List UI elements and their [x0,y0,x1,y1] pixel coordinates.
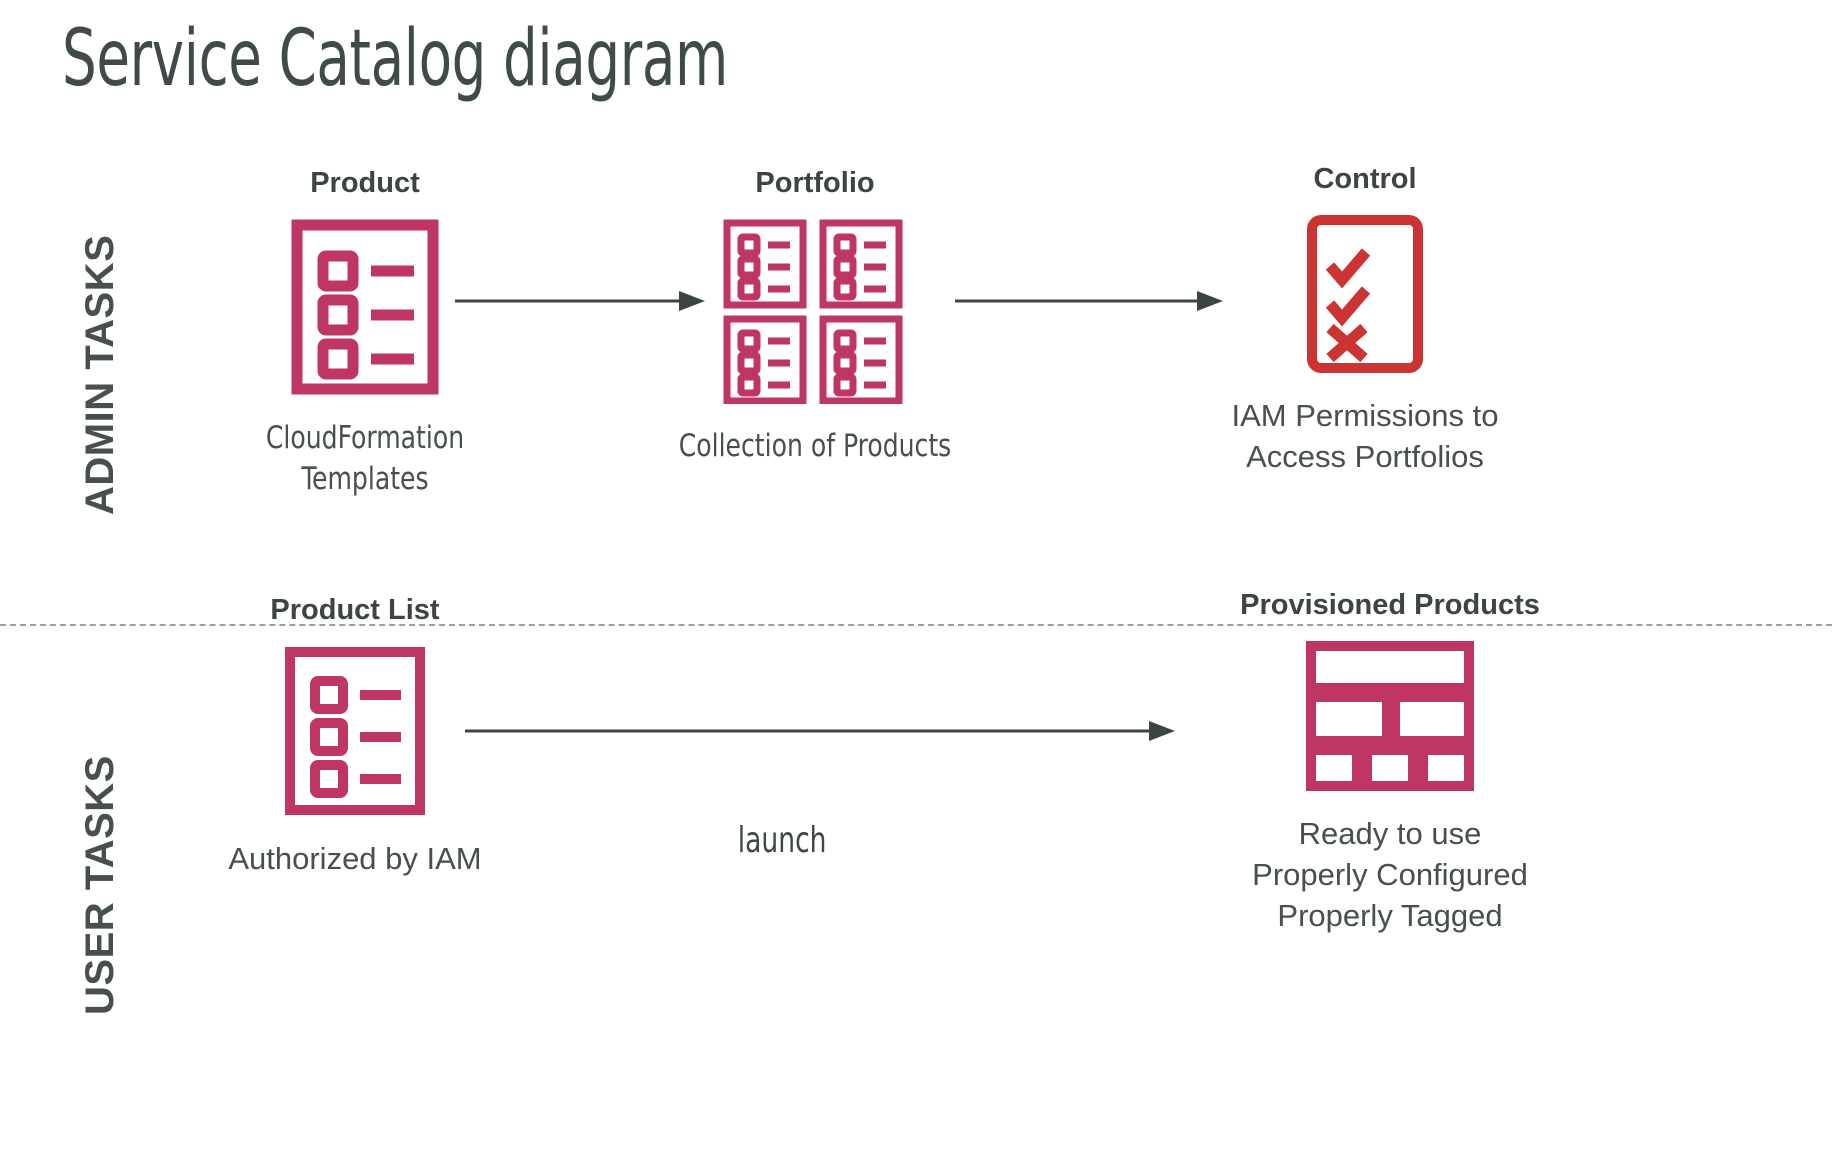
node-product-list-title: Product List [270,594,440,626]
arrow-launch-label: launch [737,820,827,861]
node-control-caption: IAM Permissions to Access Portfolios [1231,397,1499,474]
band-label-admin-tasks: ADMIN TASKS [78,234,122,515]
node-product[interactable]: Product CloudFormation Templates [170,167,560,500]
node-control-title: Control [1313,163,1417,195]
node-product-list-caption: Authorized by IAM [228,840,482,876]
node-provisioned-products-caption: Ready to use Properly Configured Properl… [1252,815,1528,933]
section-divider [0,624,1832,626]
product-list-document-icon [170,218,560,396]
arrow-portfolio-to-control [955,288,1223,319]
checklist-approve-deny-icon [1180,214,1550,374]
node-product-list[interactable]: Product List Authorized by IAM [165,594,545,880]
node-portfolio-caption: Collection of Products [678,427,952,464]
arrow-product-to-portfolio [455,288,705,319]
portfolio-four-documents-icon [615,218,1015,404]
node-product-caption: CloudFormation Templates [265,419,465,497]
provisioned-layout-blocks-icon [1120,640,1660,792]
node-product-title: Product [310,167,420,199]
node-provisioned-products-title: Provisioned Products [1240,589,1540,621]
node-control[interactable]: Control IAM Permissions to Access Portfo… [1180,163,1550,478]
arrow-launch [465,718,1175,749]
product-list-document-icon [165,645,545,817]
node-portfolio[interactable]: Portfolio [615,167,1015,467]
page-title: Service Catalog diagram [62,14,728,104]
node-portfolio-title: Portfolio [755,167,875,199]
band-label-user-tasks: USER TASKS [78,755,122,1015]
node-provisioned-products[interactable]: Provisioned Products Ready to use Proper… [1120,589,1660,937]
